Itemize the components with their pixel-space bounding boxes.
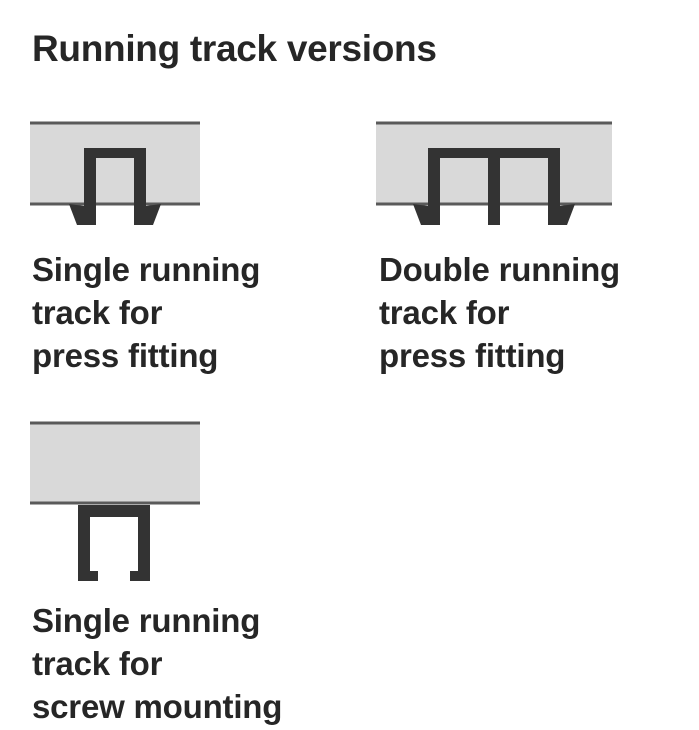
single-running-track-profile (69, 148, 161, 225)
page-title: Running track versions (32, 28, 437, 69)
caption-line: press fitting (379, 337, 566, 374)
caption-line: Double running (379, 251, 620, 288)
caption-line: press fitting (32, 337, 219, 374)
caption-line: track for (32, 294, 163, 331)
screw-mounted-track-profile (78, 505, 150, 581)
double-running-track-profile (413, 148, 575, 225)
caption-line: Single running (32, 602, 261, 639)
caption-line: screw mounting (32, 688, 283, 725)
single-press-track-caption: Single running track for press fitting (32, 248, 260, 377)
double-press-track-caption: Double running track for press fitting (379, 248, 620, 377)
caption-line: Single running (32, 251, 261, 288)
caption-line: track for (379, 294, 510, 331)
single-screw-track-caption: Single running track for screw mounting (32, 599, 282, 728)
ceiling-panel (30, 123, 200, 204)
ceiling-panel (30, 423, 200, 503)
single-screw-track-diagram (30, 421, 200, 581)
caption-line: track for (32, 645, 163, 682)
double-press-track-diagram (376, 121, 612, 225)
single-press-track-diagram (30, 121, 200, 225)
